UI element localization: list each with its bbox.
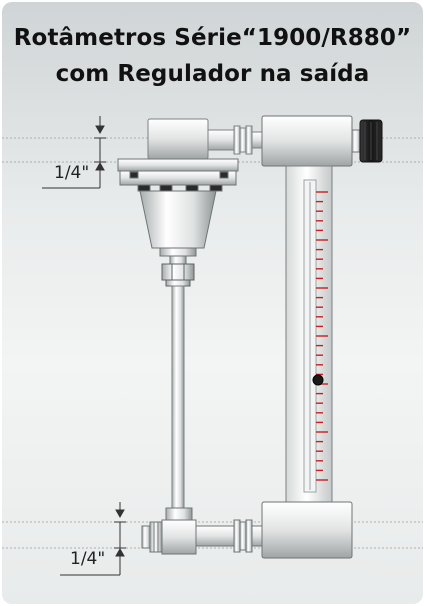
cone-fitting [161,263,195,287]
scale-ticks [316,191,328,481]
title-line-2: com Regulador na saída [55,61,370,87]
dimension-marker-bottom [60,502,126,576]
bottom-tee-fitting [141,507,263,555]
rotameter-top-block [261,115,383,167]
dimension-label-top: 1/4" [54,163,90,183]
float-ball [312,374,324,386]
regulator-head [147,118,263,160]
dimension-label-bottom: 1/4" [70,549,106,569]
connecting-tube [171,285,185,513]
title-line-1: Rotâmetros Série“1900/R880” [13,25,412,51]
regulator-cone [139,190,217,265]
rotameter-glass-tube [285,165,333,503]
dimension-marker-top [42,116,106,189]
rotameter-bottom-block [261,501,353,559]
regulator-flange [117,158,239,192]
